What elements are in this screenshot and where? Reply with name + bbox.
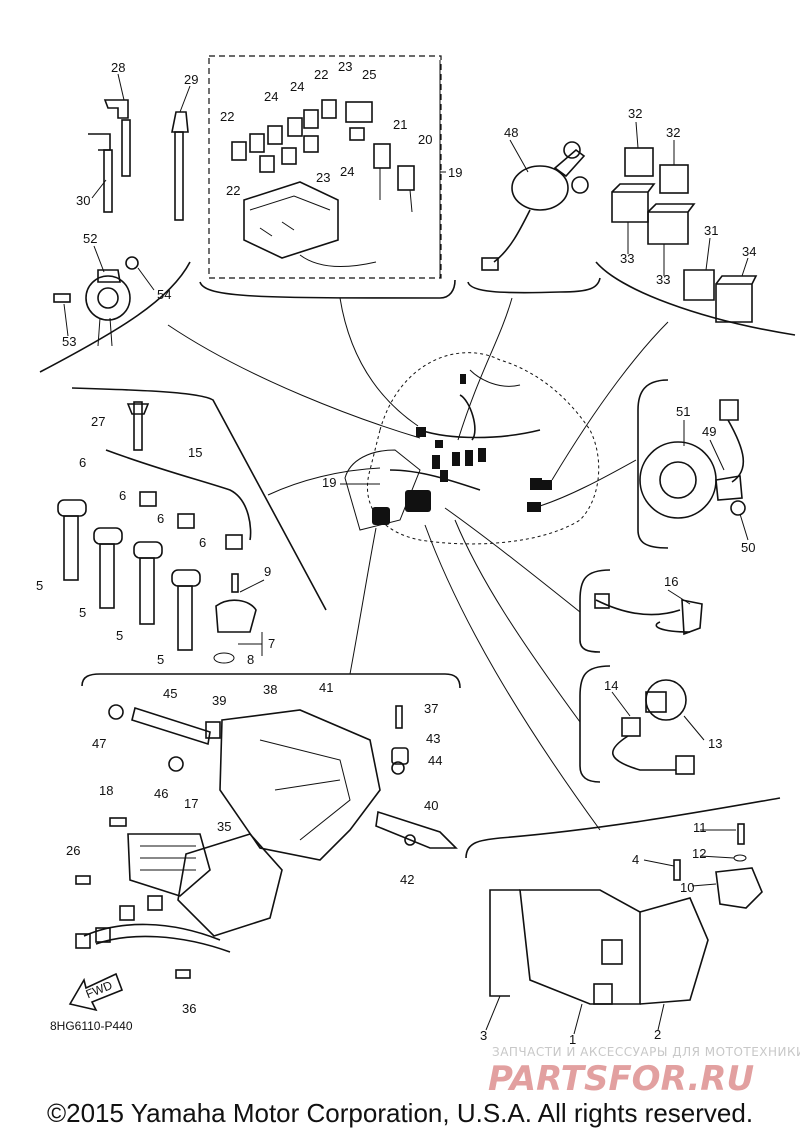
- callout-35: 35: [217, 819, 231, 834]
- callout-22a: 22: [314, 67, 328, 82]
- callout-17: 17: [184, 796, 198, 811]
- callout-9: 9: [264, 564, 271, 579]
- ignition-coils: [57, 401, 257, 664]
- callout-leaders: [63, 60, 749, 1035]
- callout-38: 38: [263, 682, 277, 697]
- callout-22b: 22: [220, 109, 234, 124]
- callout-3: 3: [480, 1028, 487, 1043]
- callout-5b: 5: [79, 605, 86, 620]
- callout-5c: 5: [116, 628, 123, 643]
- callout-1: 1: [569, 1032, 576, 1047]
- callout-6d: 6: [199, 535, 206, 550]
- callout-10: 10: [680, 880, 694, 895]
- callout-44: 44: [428, 753, 442, 768]
- callout-24a: 24: [290, 79, 304, 94]
- fuse-box: [231, 99, 415, 267]
- callout-6a: 6: [79, 455, 86, 470]
- callout-16: 16: [664, 574, 678, 589]
- callout-8: 8: [247, 652, 254, 667]
- callout-31: 31: [704, 223, 718, 238]
- callout-26: 26: [66, 843, 80, 858]
- callout-14: 14: [604, 678, 618, 693]
- callout-49: 49: [702, 424, 716, 439]
- callout-15: 15: [188, 445, 202, 460]
- panel-outlines: [39, 55, 796, 859]
- callout-41: 41: [319, 680, 333, 695]
- callout-23b: 23: [316, 170, 330, 185]
- watermark-tagline: ЗАПЧАСТИ И АКСЕССУАРЫ ДЛЯ МОТОТЕХНИКИ: [492, 1045, 800, 1059]
- callout-6b: 6: [119, 488, 126, 503]
- callout-33b: 33: [656, 272, 670, 287]
- callout-25: 25: [362, 67, 376, 82]
- callout-27: 27: [91, 414, 105, 429]
- callout-24b: 24: [264, 89, 278, 104]
- callout-12: 12: [692, 846, 706, 861]
- callout-32b: 32: [666, 125, 680, 140]
- pickup-rotor: [639, 399, 746, 519]
- sensors: [594, 593, 703, 775]
- callout-32a: 32: [628, 106, 642, 121]
- callout-20: 20: [418, 132, 432, 147]
- callout-11: 11: [693, 820, 707, 835]
- callout-40: 40: [424, 798, 438, 813]
- callout-39: 39: [212, 693, 226, 708]
- callout-18: 18: [99, 783, 113, 798]
- callout-51: 51: [676, 404, 690, 419]
- callout-46: 46: [154, 786, 168, 801]
- cable-bands: [88, 99, 189, 221]
- callout-21: 21: [393, 117, 407, 132]
- forward-arrow: FWD: [68, 972, 124, 1012]
- callout-13: 13: [708, 736, 722, 751]
- callout-33a: 33: [620, 251, 634, 266]
- callout-23a: 23: [338, 59, 352, 74]
- relays: [611, 147, 758, 323]
- callout-22c: 22: [226, 183, 240, 198]
- callout-52: 52: [83, 231, 97, 246]
- callout-43: 43: [426, 731, 440, 746]
- callout-labels: 28 29 30 52 54 53 23 25 22 24 24 22 21 2…: [36, 59, 756, 1047]
- callout-37: 37: [424, 701, 438, 716]
- watermark: ЗАПЧАСТИ И АКСЕССУАРЫ ДЛЯ МОТОТЕХНИКИ PA…: [488, 1045, 800, 1099]
- horn: [53, 256, 139, 347]
- callout-19a: 19: [448, 165, 462, 180]
- main-switch: [481, 141, 589, 271]
- copyright-notice: ©2015 Yamaha Motor Corporation, U.S.A. A…: [46, 1098, 754, 1128]
- motorcycle-outline: [344, 352, 600, 545]
- callout-50: 50: [741, 540, 755, 555]
- callout-5d: 5: [157, 652, 164, 667]
- callout-36: 36: [182, 1001, 196, 1016]
- callout-7: 7: [268, 636, 275, 651]
- callout-4: 4: [632, 852, 639, 867]
- callout-5a: 5: [36, 578, 43, 593]
- callout-53: 53: [62, 334, 76, 349]
- callout-2: 2: [654, 1027, 661, 1042]
- callout-6c: 6: [157, 511, 164, 526]
- ecu-bracket-assembly: [75, 704, 458, 979]
- diagram-code: 8HG6110-P440: [50, 1019, 133, 1033]
- callout-47: 47: [92, 736, 106, 751]
- callout-28: 28: [111, 60, 125, 75]
- callout-29: 29: [184, 72, 198, 87]
- callout-30: 30: [76, 193, 90, 208]
- callout-48: 48: [504, 125, 518, 140]
- callout-45: 45: [163, 686, 177, 701]
- callout-54: 54: [157, 287, 171, 302]
- callout-24c: 24: [340, 164, 354, 179]
- leader-lines: [167, 297, 669, 831]
- callout-34: 34: [742, 244, 756, 259]
- watermark-brand: PARTSFOR.RU: [488, 1059, 754, 1099]
- ecu-unit: [489, 823, 763, 1005]
- fwd-label: FWD: [84, 978, 115, 1001]
- callout-42: 42: [400, 872, 414, 887]
- callout-19b: 19: [322, 475, 336, 490]
